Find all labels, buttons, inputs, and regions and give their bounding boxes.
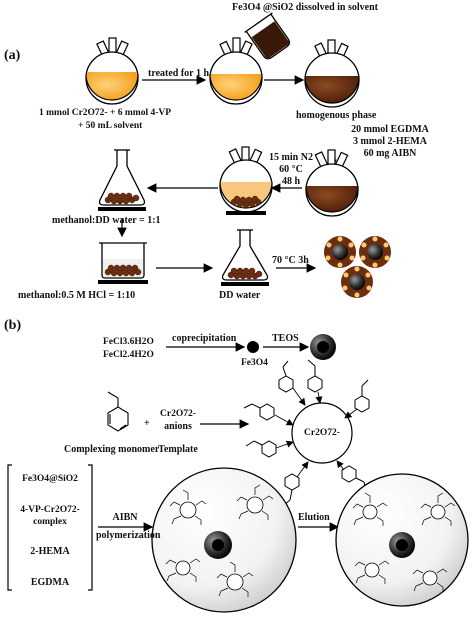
complexing-monomer-label: Complexing monomer xyxy=(64,444,160,455)
bracket-left xyxy=(7,464,12,591)
start-mix-line2: + 50 mL solvent xyxy=(78,121,143,131)
bracket-right xyxy=(88,464,93,591)
wash2-label: methanol:0.5 M HCl = 1:10 xyxy=(18,290,136,301)
flask-polymer-product xyxy=(219,146,273,215)
flask-brown-homogenous xyxy=(304,39,360,108)
fecl3-label: FeCl3.6H2O xyxy=(103,337,154,347)
particle-3 xyxy=(341,266,373,298)
panel-a-label: (a) xyxy=(4,48,21,63)
panel-b-label: (b) xyxy=(4,318,22,333)
elution-label: Elution xyxy=(298,512,330,523)
flask-orange-initial xyxy=(85,37,139,105)
reagent-hema: 3 mmol 2-HEMA xyxy=(353,136,427,147)
component-egdma: EGDMA xyxy=(30,577,70,588)
template-complex xyxy=(243,359,370,507)
polymer-bead-eluted xyxy=(335,473,469,607)
component-hema: 2-HEMA xyxy=(30,546,70,557)
aibn-label: AIBN xyxy=(112,512,138,523)
beaker-wash2 xyxy=(98,242,148,284)
condition-n2: 15 min N2 xyxy=(269,152,313,163)
polymerization-label: polymerization xyxy=(96,530,161,541)
reagent-aibn: 60 mg AIBN xyxy=(363,148,417,159)
component-vp-complex: 4-VP-Cr2O72- complex xyxy=(20,505,80,527)
fe3o4-core-dot xyxy=(247,341,259,353)
mip-particles xyxy=(324,236,391,298)
erlenmeyer-wash1 xyxy=(98,149,146,211)
polymer-bead-imprinted xyxy=(151,467,297,613)
fecl2-label: FeCl2.4H2O xyxy=(103,350,154,360)
teos-label: TEOS xyxy=(272,333,299,344)
ddwater-label: DD water xyxy=(219,290,261,301)
component-fe3o4-sio2: Fe3O4@SiO2 xyxy=(22,474,78,484)
flask-brown-polymerizing xyxy=(305,149,359,217)
erlenmeyer-ddwater xyxy=(221,229,269,286)
flask-orange-treated xyxy=(209,37,263,105)
fe3o4-label: Fe3O4 xyxy=(241,358,268,368)
wash1-label: methanol:DD water = 1:1 xyxy=(52,215,161,226)
drying-label: 70 °C 3h xyxy=(272,255,309,266)
template-label: Template xyxy=(158,444,198,455)
start-mix-line1: 1 mmol Cr2O72- + 6 mmol 4-VP xyxy=(39,108,172,118)
beaker-fe3o4-sio2 xyxy=(244,12,291,60)
particle-2 xyxy=(359,236,391,268)
homogenous-label: homogenous phase xyxy=(296,110,377,121)
fe3o4-dissolved-label: Fe3O4 @SiO2 dissolved in solvent xyxy=(232,2,378,13)
vinylpyridine-monomer xyxy=(107,391,129,432)
condition-time: 48 h xyxy=(281,176,301,187)
treated-label: treated for 1 h xyxy=(148,68,210,79)
plus-sign: + xyxy=(144,418,150,429)
reagent-egdma: 20 mmol EGDMA xyxy=(351,124,429,135)
condition-temp: 60 °C xyxy=(279,164,303,175)
center-anion-label: Cr2O72- xyxy=(304,428,340,438)
particle-1 xyxy=(324,236,356,268)
fe3o4-sio2-core-shell xyxy=(310,334,336,360)
anion-line2: anions xyxy=(164,421,192,432)
coprecipitation-label: coprecipitation xyxy=(172,333,237,344)
anion-line1: Cr2O72- xyxy=(160,409,196,419)
